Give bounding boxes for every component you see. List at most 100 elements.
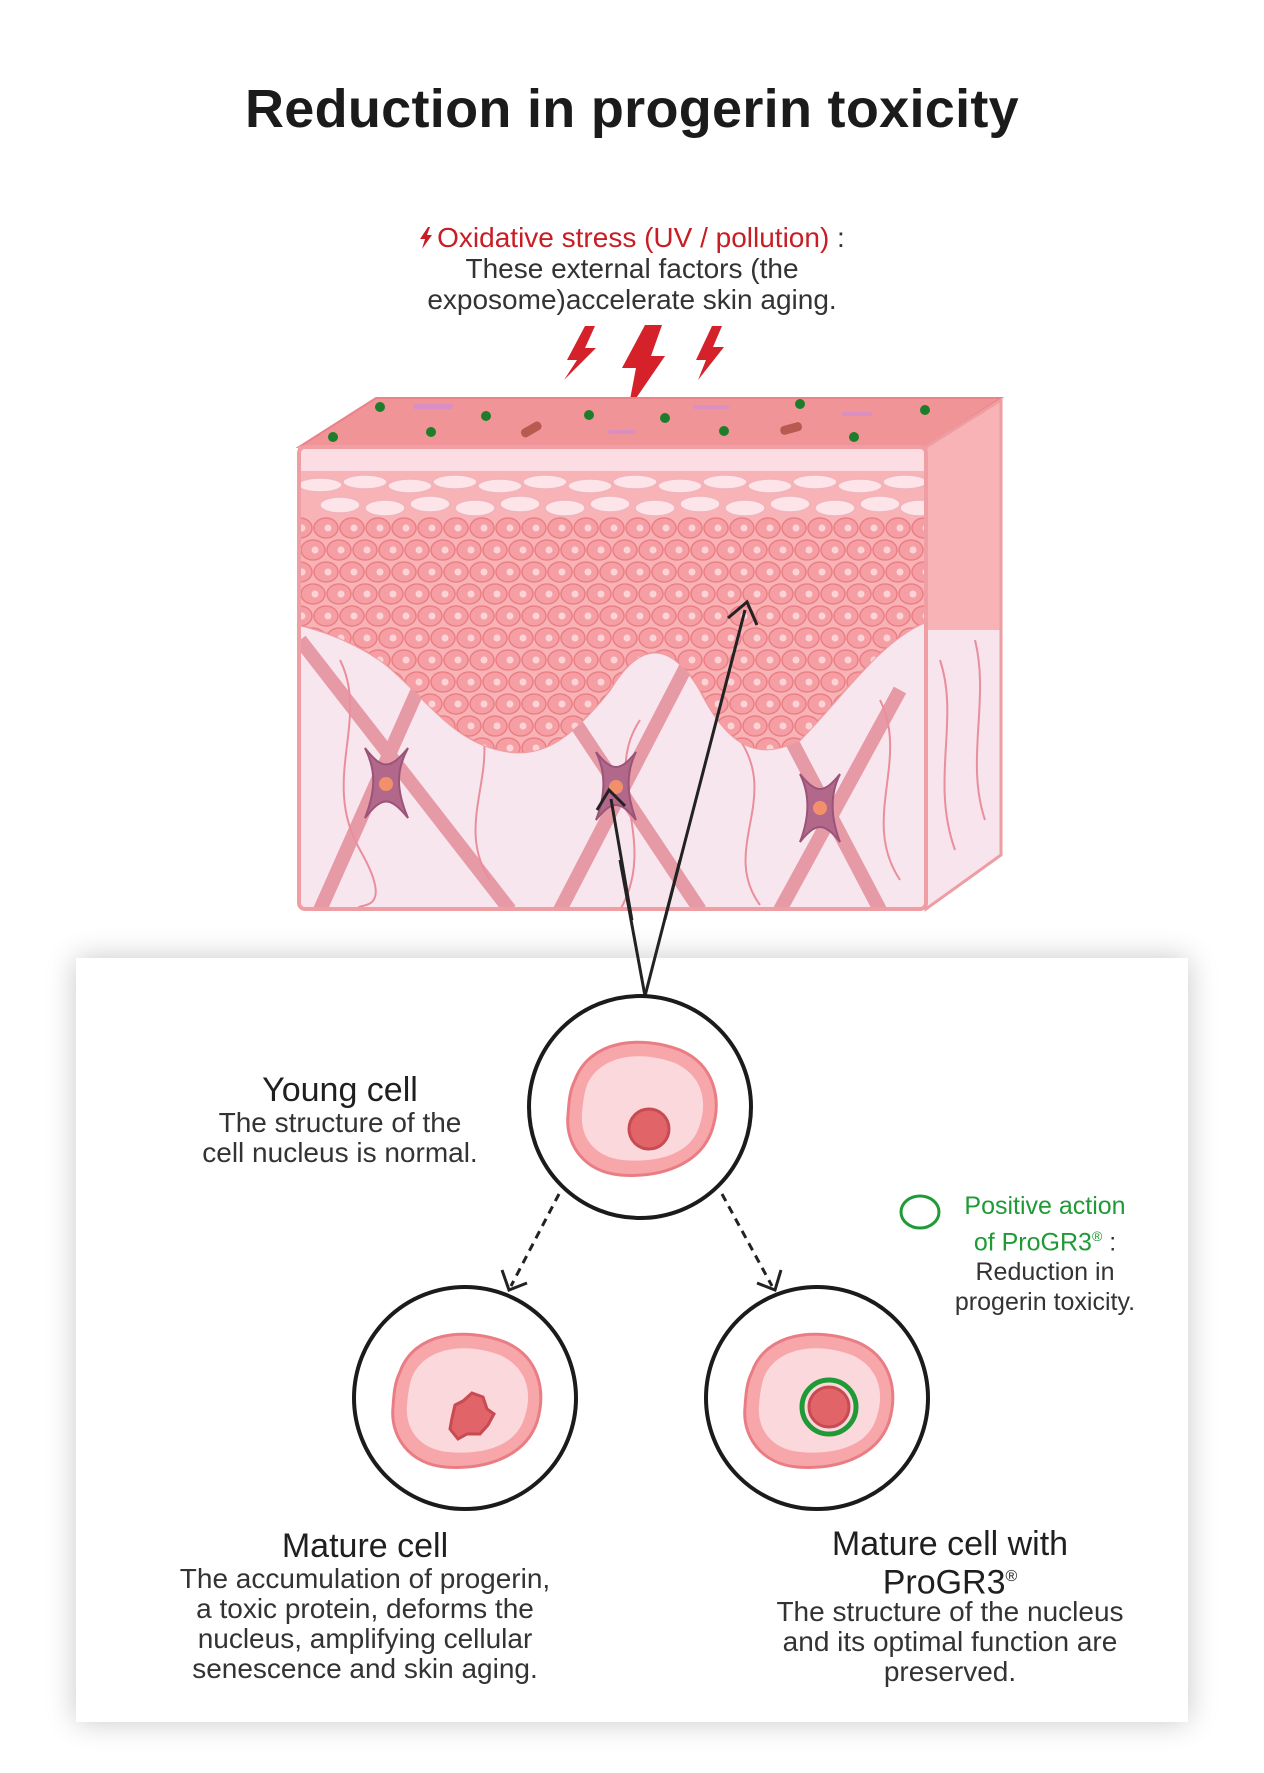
epidermal-cell-nucleus (740, 656, 748, 664)
epidermal-cell-nucleus (675, 634, 683, 642)
mature-cell-label: Mature cell The accumulation of progerin… (120, 1528, 610, 1684)
epidermal-cell-nucleus (428, 568, 436, 576)
epidermal-cell-nucleus (701, 590, 709, 598)
epidermal-cell-nucleus (376, 568, 384, 576)
epidermal-cell-nucleus (831, 678, 839, 686)
positive-action-label: Positive action of ProGR3® : Reduction i… (930, 1191, 1160, 1317)
mature-progr3-cell-circle (704, 1285, 930, 1511)
epidermal-cell-nucleus (753, 590, 761, 598)
epidermal-cell-nucleus (532, 568, 540, 576)
epidermal-cell-nucleus (519, 634, 527, 642)
epidermal-cell-nucleus (688, 568, 696, 576)
epidermal-cell-nucleus (363, 546, 371, 554)
epidermal-cell-nucleus (493, 678, 501, 686)
epidermal-cell-nucleus (805, 634, 813, 642)
epidermal-cell-nucleus (558, 656, 566, 664)
mature-cell-heading: Mature cell (281, 1527, 449, 1565)
epidermal-cell-nucleus (831, 546, 839, 554)
epidermal-cell-nucleus (532, 744, 540, 752)
epidermal-cell-nucleus (662, 612, 670, 620)
mature-progr3-label: Mature cell with ProGR3® The structure o… (720, 1526, 1180, 1687)
epidermal-cell-nucleus (610, 524, 618, 532)
lightning-icon-left (564, 326, 596, 380)
epidermal-cell-nucleus (883, 546, 891, 554)
epidermal-cell-nucleus (506, 612, 514, 620)
epidermal-cell-nucleus (558, 524, 566, 532)
epidermal-cell-nucleus (623, 546, 631, 554)
epidermal-cell-nucleus (324, 568, 332, 576)
epidermal-cell-nucleus (597, 678, 605, 686)
epidermal-cell-nucleus (805, 678, 813, 686)
epidermal-cell-nucleus (532, 612, 540, 620)
epidermal-cell-nucleus (454, 656, 462, 664)
epidermal-cell-nucleus (857, 590, 865, 598)
epidermal-cell-nucleus (428, 612, 436, 620)
epidermal-cell-nucleus (311, 590, 319, 598)
epidermal-cell-nucleus (844, 612, 852, 620)
positive-colon: : (1102, 1228, 1117, 1257)
epidermal-cell-nucleus (571, 634, 579, 642)
epidermal-cell-nucleus (493, 634, 501, 642)
epidermal-cell-nucleus (441, 678, 449, 686)
stress-separator: : (829, 222, 845, 253)
epidermal-cell-nucleus (792, 568, 800, 576)
young-cell-nucleus (627, 1107, 671, 1151)
mature-cell-line-1: The accumulation of progerin, (179, 1563, 551, 1594)
epidermal-cell-nucleus (402, 568, 410, 576)
epidermal-cell-nucleus (805, 590, 813, 598)
epidermal-cell-nucleus (506, 744, 514, 752)
lightning-icon-center (622, 325, 665, 410)
epidermal-cell-nucleus (467, 546, 475, 554)
epidermal-cell-nucleus (376, 524, 384, 532)
protected-nucleus (807, 1385, 851, 1429)
epidermal-cell-nucleus (532, 700, 540, 708)
fibroblast-cells (364, 747, 841, 843)
epidermal-cell-nucleus (441, 590, 449, 598)
epidermal-cell-nucleus (662, 568, 670, 576)
epidermal-cell-nucleus (766, 568, 774, 576)
skin-block-illustration (295, 325, 1005, 920)
epidermal-cell-nucleus (415, 634, 423, 642)
epidermal-cell-nucleus (480, 524, 488, 532)
epidermal-cell-nucleus (428, 524, 436, 532)
epidermal-cell-nucleus (714, 612, 722, 620)
epidermal-cell-nucleus (883, 590, 891, 598)
epidermal-cell-nucleus (701, 546, 709, 554)
epidermal-cell-nucleus (870, 568, 878, 576)
epidermal-cell-nucleus (467, 590, 475, 598)
epidermal-cell-nucleus (402, 656, 410, 664)
epidermal-cell-nucleus (519, 546, 527, 554)
epidermal-cell-nucleus (636, 524, 644, 532)
epidermal-cell-nucleus (545, 722, 553, 730)
epidermal-cell-nucleus (493, 722, 501, 730)
epidermal-cell-nucleus (896, 524, 904, 532)
epidermal-cell-nucleus (584, 524, 592, 532)
epidermal-cell-nucleus (818, 656, 826, 664)
epidermal-cell-nucleus (389, 590, 397, 598)
mature-progr3-heading-2-wrap: ProGR3® (720, 1562, 1180, 1599)
protected-nucleus-ring (799, 1377, 859, 1437)
mature-progr3-line-2: and its optimal function are (782, 1626, 1118, 1658)
epidermal-cell-nucleus (519, 590, 527, 598)
epidermal-cell-nucleus (818, 700, 826, 708)
dashed-arrows (509, 1193, 774, 1287)
mature-progr3-heading-2: ProGR3 (882, 1563, 1006, 1602)
epidermal-cell-nucleus (337, 590, 345, 598)
epidermal-cell-nucleus (688, 524, 696, 532)
epidermal-cell-nucleus (389, 546, 397, 554)
young-cell-line-1: The structure of the (218, 1107, 462, 1138)
epidermal-cell-nucleus (714, 656, 722, 664)
epidermal-cell-nucleus (831, 590, 839, 598)
epidermal-cell-nucleus (493, 590, 501, 598)
epidermal-cell-nucleus (519, 678, 527, 686)
epidermal-cell-nucleus (467, 722, 475, 730)
epidermal-cell-nucleus (727, 590, 735, 598)
epidermal-cell-nucleus (350, 568, 358, 576)
epidermal-cell-nucleus (766, 700, 774, 708)
epidermal-cell-nucleus (324, 612, 332, 620)
epidermal-cell-nucleus (623, 634, 631, 642)
epidermal-cell-nucleus (376, 612, 384, 620)
epidermal-cell-nucleus (532, 524, 540, 532)
epidermal-cell-nucleus (597, 634, 605, 642)
